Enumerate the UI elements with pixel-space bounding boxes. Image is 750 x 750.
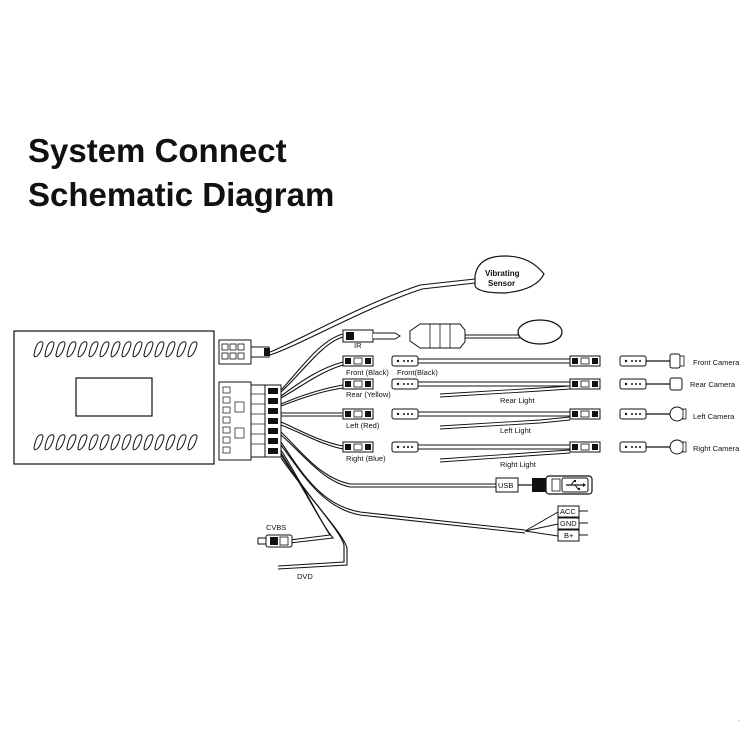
- rear-camera-cable: Rear (Yellow) Rear Light Rear Camera: [342, 377, 736, 405]
- right-camera-cable: Right (Blue) Right Light Right Camera: [342, 439, 740, 469]
- vibrating-sensor-label-1: Vibrating: [485, 269, 520, 278]
- usb-connector: USB: [495, 475, 593, 495]
- ir-label: IR: [354, 341, 362, 350]
- rear-camera-label: Rear Camera: [690, 380, 736, 389]
- rear-yellow-label: Rear (Yellow): [346, 390, 391, 399]
- left-camera-cable: Left (Red) Left Light Left Camera: [342, 406, 735, 435]
- left-camera-label: Left Camera: [693, 412, 735, 421]
- left-light-label: Left Light: [500, 426, 532, 435]
- ir-receiver: IR: [342, 319, 563, 350]
- usb-label: USB: [498, 481, 513, 490]
- cvbs-connector: CVBS: [257, 523, 293, 548]
- front-black-label-1: Front (Black): [346, 368, 389, 377]
- usb-symbol-icon: [566, 480, 586, 491]
- display-window: [75, 377, 153, 417]
- front-camera-label: Front Camera: [693, 358, 740, 367]
- dvd-cable: DVD: [297, 572, 313, 581]
- cvbs-label: CVBS: [266, 523, 286, 532]
- harness-wires: [269, 278, 526, 570]
- acc-label: ACC: [560, 507, 576, 516]
- vibrating-sensor-label-2: Sensor: [488, 279, 515, 288]
- diagram-title-line2: Schematic Diagram: [28, 176, 335, 213]
- right-camera-label: Right Camera: [693, 444, 740, 453]
- gnd-label: GND: [560, 519, 577, 528]
- main-harness-connector: [218, 381, 282, 461]
- top-connector: [218, 339, 270, 365]
- diagram-title-line1: System Connect: [28, 132, 287, 169]
- power-cables: ACC GND B+: [524, 505, 588, 542]
- rear-light-label: Rear Light: [500, 396, 536, 405]
- bplus-label: B+: [564, 531, 574, 540]
- right-blue-label: Right (Blue): [346, 454, 386, 463]
- front-camera-cable: Front (Black) Front(Black) Front Camera: [342, 353, 740, 377]
- main-unit: [13, 330, 215, 465]
- page-mark: ·: [738, 718, 740, 724]
- front-black-label-2: Front(Black): [397, 368, 438, 377]
- left-red-label: Left (Red): [346, 421, 380, 430]
- right-light-label: Right Light: [500, 460, 537, 469]
- vibrating-sensor: Vibrating Sensor: [474, 255, 545, 294]
- dvd-label: DVD: [297, 572, 313, 581]
